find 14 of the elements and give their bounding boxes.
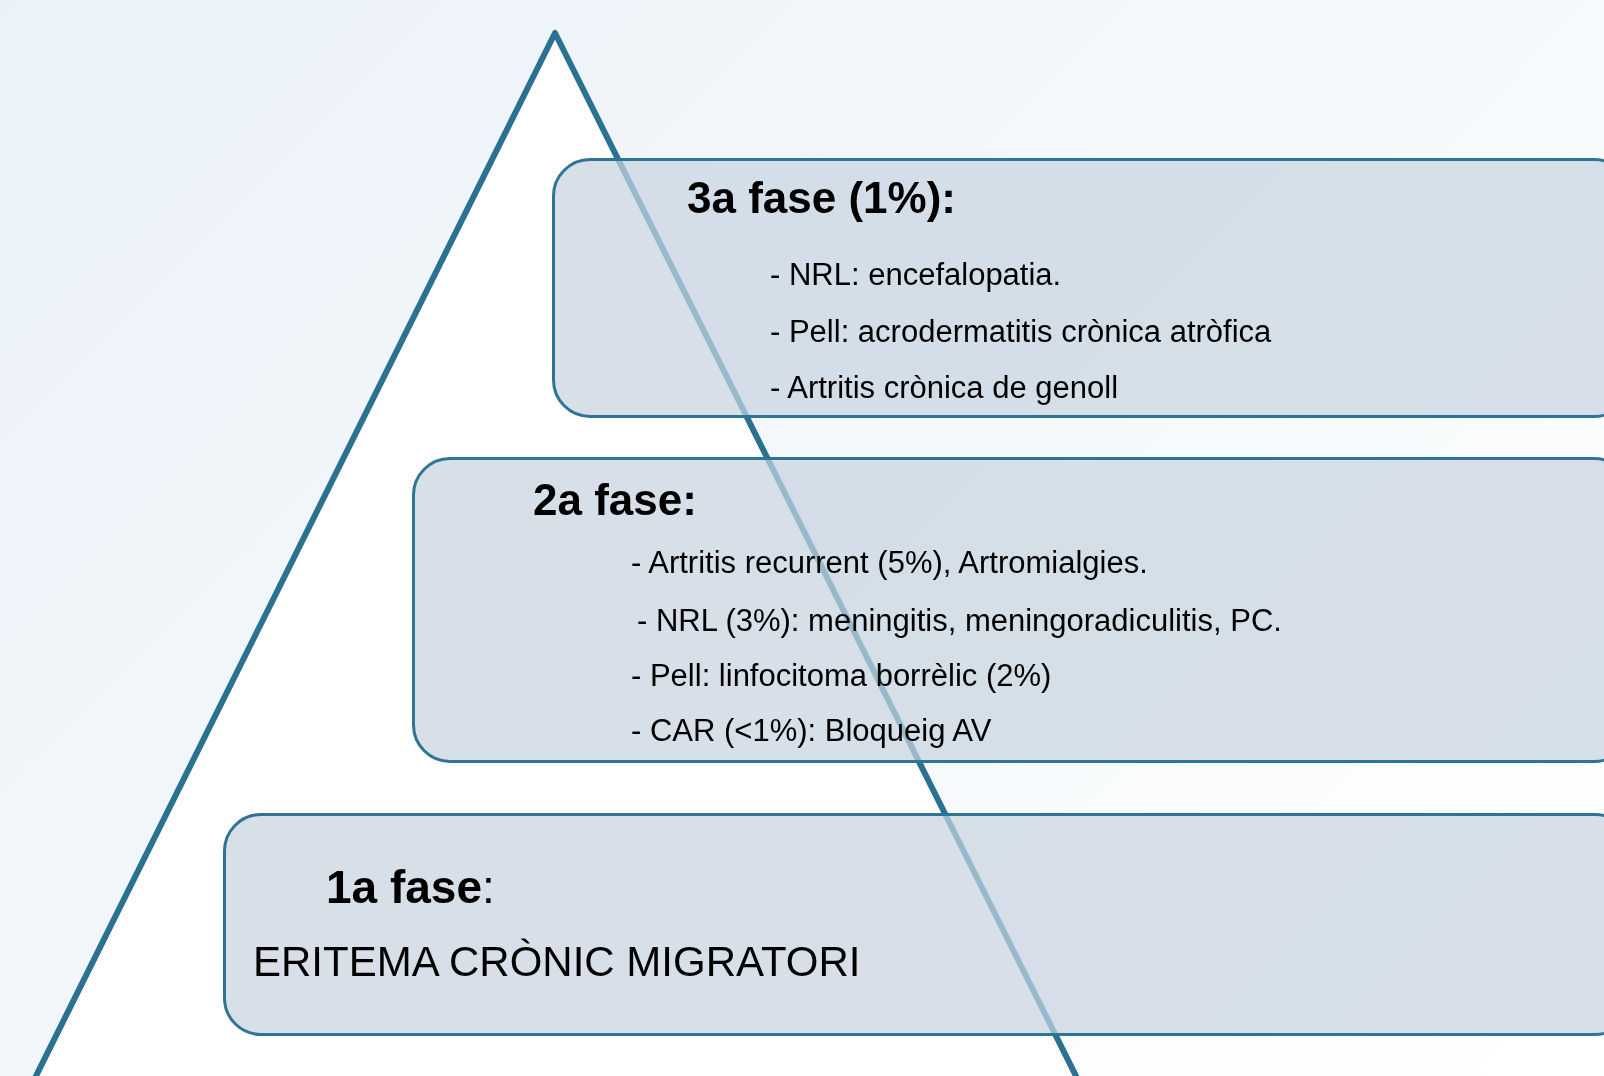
phase-box <box>412 457 1604 763</box>
phase-description: ERITEMA CRÒNIC MIGRATORI <box>253 937 861 987</box>
phase-heading: 3a fase (1%): <box>687 172 956 224</box>
phase-box <box>223 813 1604 1036</box>
phase-heading: 1a fase: <box>326 861 495 915</box>
symptom-item: - Artritis crònica de genoll <box>770 370 1119 407</box>
phase-heading: 2a fase: <box>533 474 697 526</box>
symptom-item: - Pell: acrodermatitis crònica atròfica <box>770 314 1272 351</box>
phase-box <box>552 158 1604 418</box>
symptom-item: - Artritis recurrent (5%), Artromialgies. <box>631 545 1148 582</box>
symptom-item: - NRL: encefalopatia. <box>770 257 1062 294</box>
symptom-item: - Pell: linfocitoma borrèlic (2%) <box>631 658 1052 695</box>
symptom-item: - NRL (3%): meningitis, meningoradiculitis, PC. <box>637 603 1282 640</box>
symptom-item: - CAR (<1%): Bloqueig AV <box>631 713 992 750</box>
